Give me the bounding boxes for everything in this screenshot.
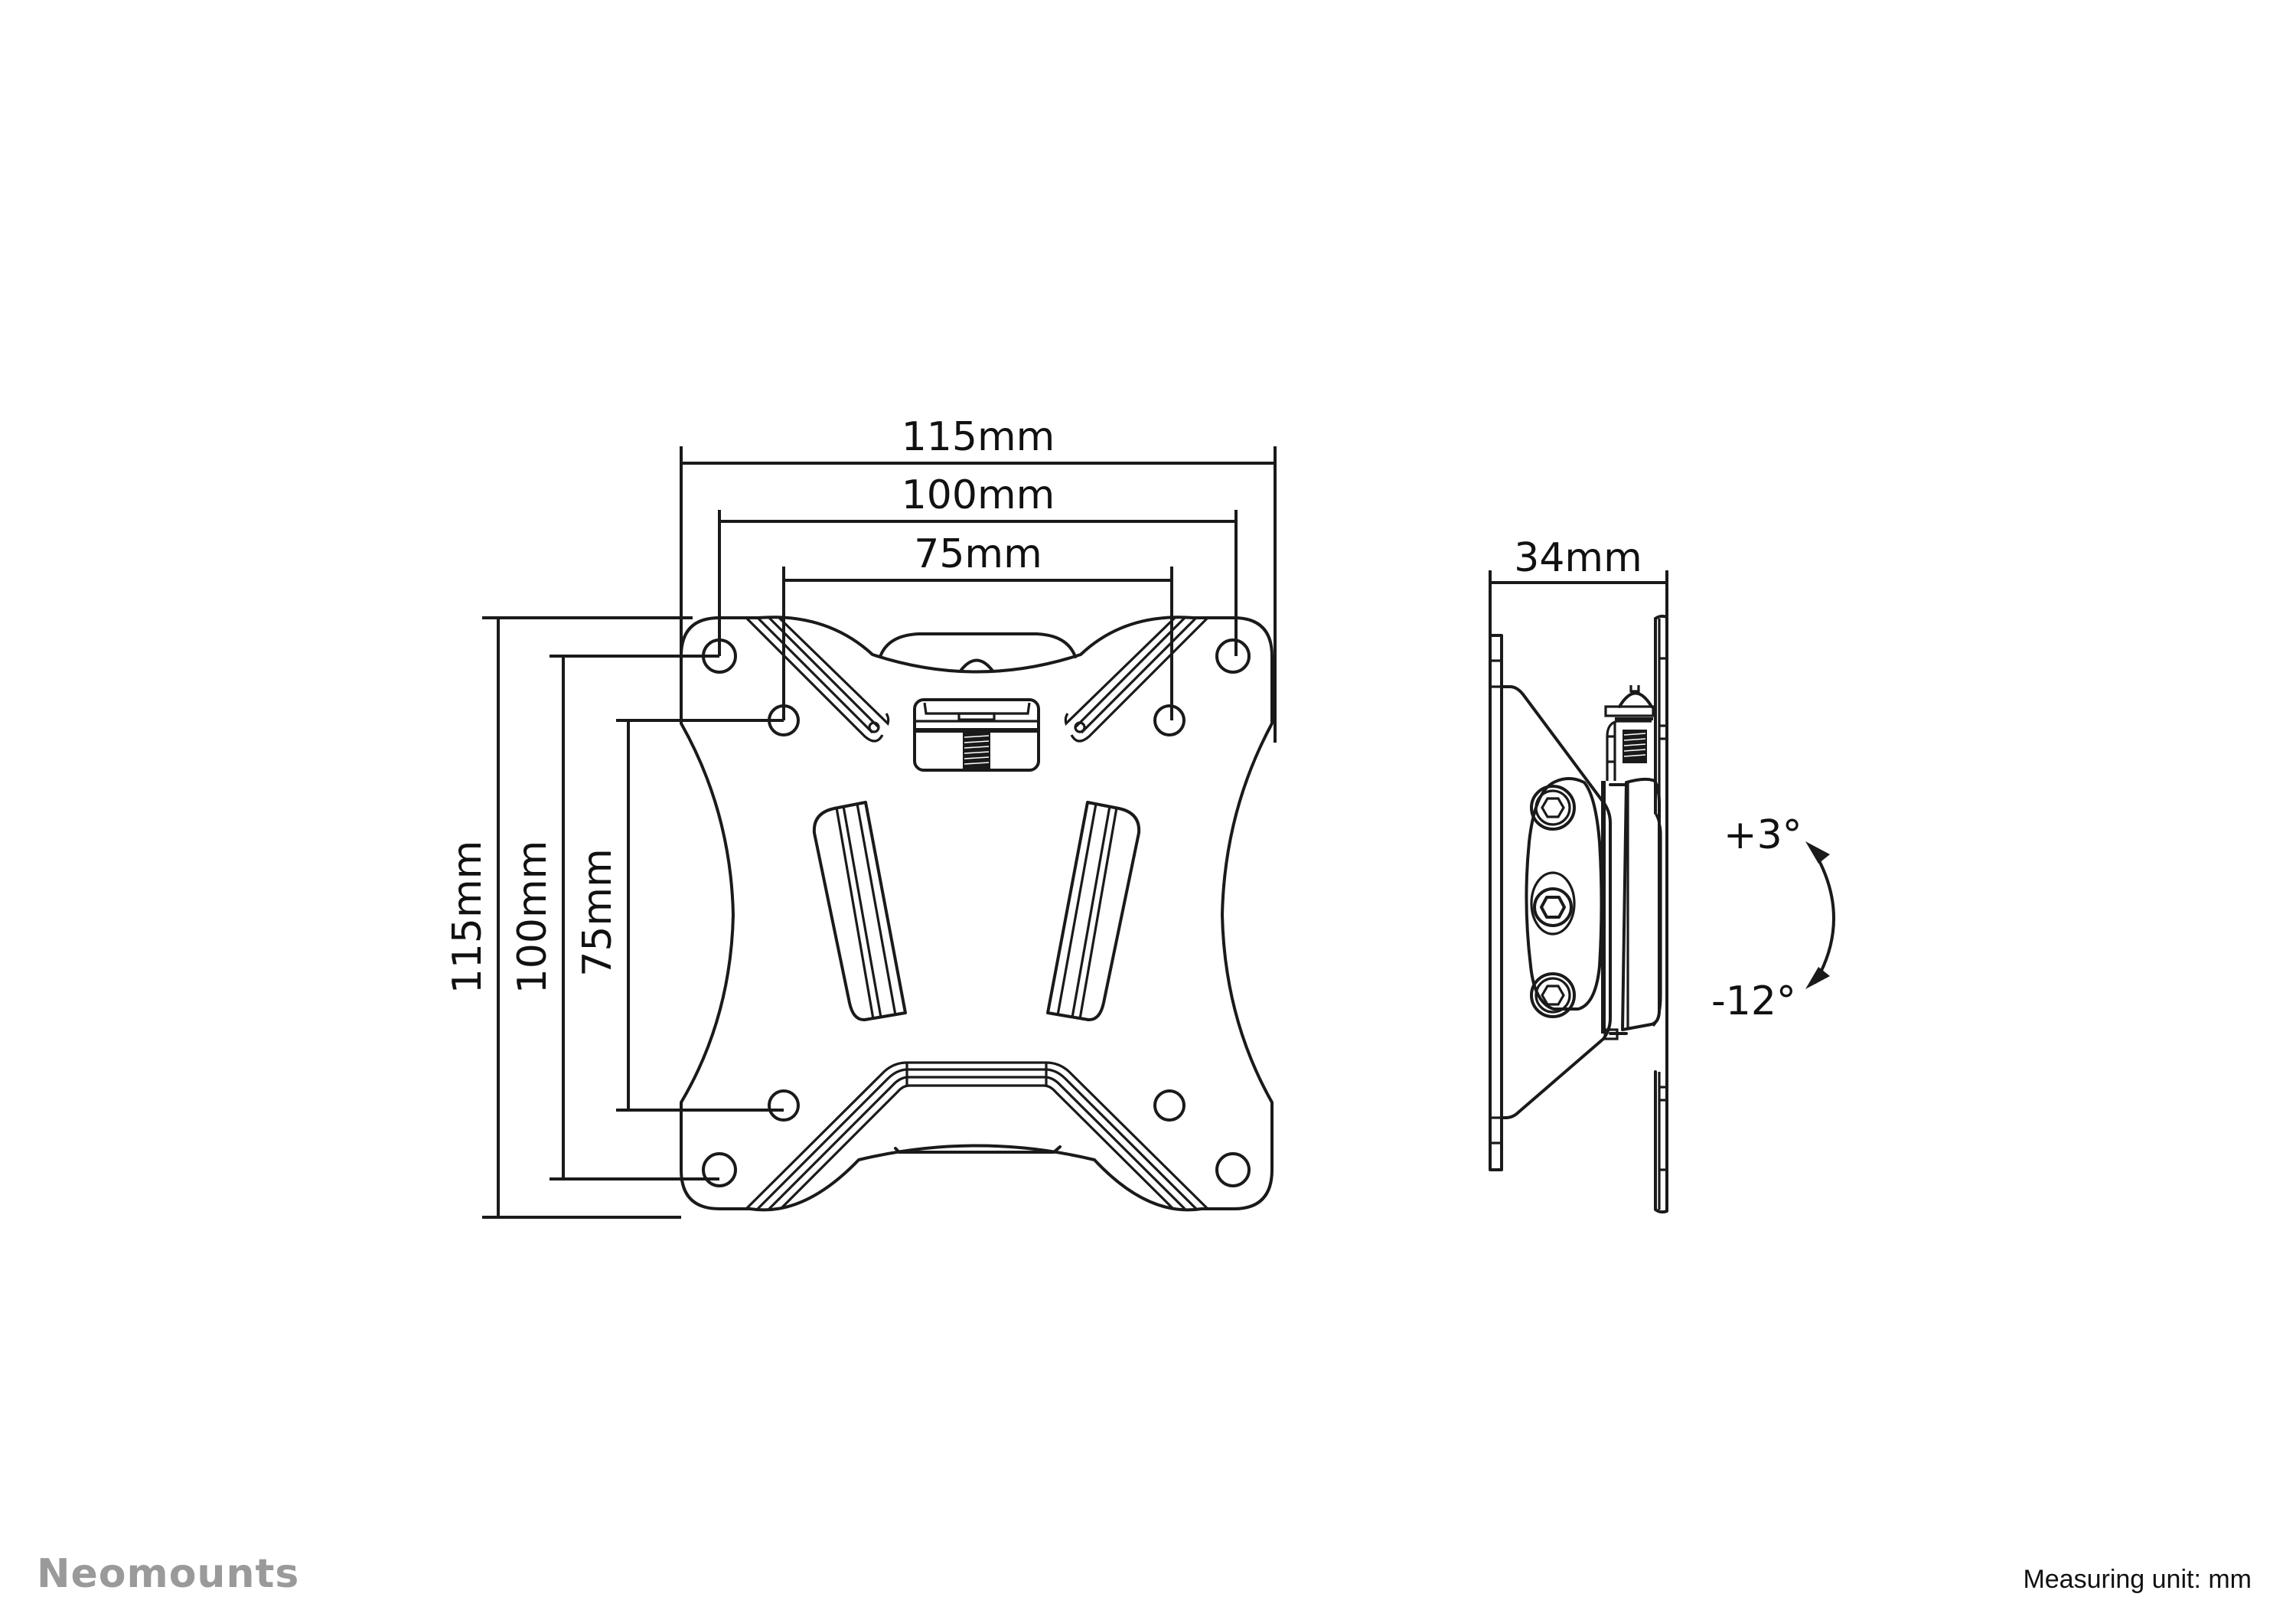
top-tab [879, 632, 1077, 658]
tilt-indicator: +3° -12° [1711, 812, 1835, 1024]
hole-75-tr [1153, 704, 1186, 736]
bottom-tab [894, 1145, 1062, 1154]
top-screw [1604, 685, 1655, 781]
vesa-plate-outline [680, 616, 1274, 1212]
width-115-label: 115mm [902, 414, 1055, 460]
side-view: 34mm [1489, 535, 1835, 1214]
height-100-label: 100mm [510, 841, 556, 994]
height-75-label: 75mm [575, 848, 621, 976]
height-dimension-100: 100mm [510, 655, 719, 1181]
hex-bolt-top [1530, 785, 1576, 831]
hex-bolt-bottom [1530, 972, 1576, 1018]
hole-100-bl [702, 1152, 737, 1187]
width-dimension-75: 75mm [782, 531, 1173, 720]
height-dimension-75: 75mm [575, 719, 784, 1112]
upper-left-rib [745, 616, 890, 743]
hole-75-br [1153, 1089, 1186, 1122]
tilt-down-label: -12° [1711, 978, 1796, 1024]
hole-100-tl [702, 638, 737, 674]
height-115-label: 115mm [445, 841, 491, 994]
depth-34-label: 34mm [1514, 535, 1642, 581]
right-slot [1046, 801, 1141, 1022]
tilt-up-label: +3° [1724, 812, 1802, 858]
tilt-clamp [913, 698, 1040, 772]
hole-100-tr [1215, 638, 1251, 674]
arrow-down-icon [1805, 967, 1830, 989]
bolt-plate [1525, 777, 1603, 1011]
hole-100-br [1215, 1152, 1251, 1187]
height-dimension-115: 115mm [445, 616, 693, 1219]
width-dimension-115: 115mm [680, 414, 1277, 743]
width-75-label: 75mm [914, 531, 1042, 577]
hole-75-tl [768, 704, 800, 736]
mounting-holes [702, 638, 1251, 1187]
wall-plate [1489, 634, 1503, 1171]
arrow-up-icon [1805, 841, 1830, 864]
bottom-v-rib [745, 1061, 1209, 1210]
tilt-arc [1814, 852, 1835, 984]
vesa-plate-side [1652, 614, 1668, 1214]
upper-right-rib [1064, 616, 1209, 743]
depth-dimension-34: 34mm [1489, 535, 1668, 635]
width-dimension-100: 100mm [718, 472, 1238, 656]
top-tab-knob [960, 658, 993, 671]
hex-bolt-center [1530, 871, 1576, 936]
measuring-unit-note: Measuring unit: mm [2023, 1565, 2252, 1594]
hole-75-bl [768, 1089, 800, 1122]
width-100-label: 100mm [902, 472, 1055, 518]
front-view: 115mm 100mm 75mm 115mm 100mm [445, 414, 1277, 1219]
tilt-bracket [1500, 685, 1612, 1119]
left-slot [812, 801, 907, 1022]
brand-logo: Neomounts [37, 1551, 300, 1597]
